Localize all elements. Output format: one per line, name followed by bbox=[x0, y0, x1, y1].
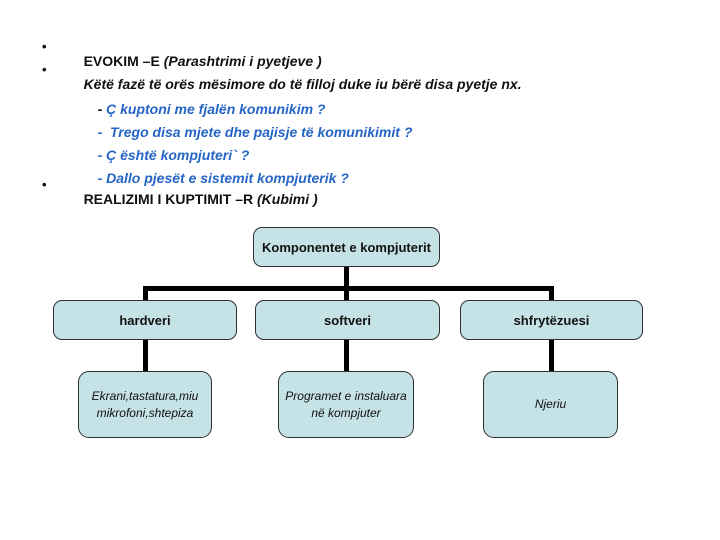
connector-drop-hardveri bbox=[143, 286, 148, 302]
dash: - bbox=[97, 101, 107, 117]
node-ekrani-line2: mikrofoni,shtepiza bbox=[96, 405, 194, 420]
node-komponentet: Komponentet e kompjuterit bbox=[253, 227, 440, 267]
question-mjete-text: - Trego disa mjete dhe pajisje të komuni… bbox=[97, 124, 413, 140]
node-ekrani: Ekrani,tastatura,miu mikrofoni,shtepiza bbox=[78, 371, 212, 438]
faza-text: Këtë fazë të orës mësimore do të filloj … bbox=[83, 76, 522, 92]
bullet-line-realizimi: REALIZIMI I KUPTIMIT –R (Kubimi ) bbox=[68, 177, 318, 222]
question-mjete: - Trego disa mjete dhe pajisje të komuni… bbox=[82, 110, 413, 155]
node-shfrytezuesi-label: shfrytëzuesi bbox=[513, 312, 590, 328]
bullet-dot: • bbox=[42, 39, 47, 54]
node-ekrani-line1: Ekrani,tastatura,miu bbox=[91, 388, 199, 403]
question-kompjuteri-text: - Ç është kompjuteri` ? bbox=[97, 147, 250, 163]
connector-root-vertical bbox=[344, 266, 349, 288]
bullet-dot: • bbox=[42, 62, 47, 77]
realizimi-paren-note: (Kubimi ) bbox=[257, 191, 318, 207]
evokim-label: EVOKIM –E bbox=[83, 53, 164, 69]
connector-shfrytezuesi-njeriu bbox=[549, 339, 554, 373]
question-komunikim: - Ç kuptoni me fjalën komunikim ? bbox=[82, 87, 326, 132]
evokim-paren-note: (Parashtrimi i pyetjeve ) bbox=[163, 53, 322, 69]
connector-hardveri-ekrani bbox=[143, 339, 148, 373]
node-programet: Programet e instaluara në kompjuter bbox=[278, 371, 414, 438]
node-softveri-label: softveri bbox=[324, 312, 371, 328]
node-programet-line1: Programet e instaluara bbox=[285, 388, 407, 403]
connector-softveri-programet bbox=[344, 339, 349, 373]
node-hardveri-label: hardveri bbox=[119, 312, 171, 328]
node-komponentet-label: Komponentet e kompjuterit bbox=[261, 239, 431, 255]
question-pjeset: - Dallo pjesët e sistemit kompjuterik ? bbox=[82, 156, 349, 201]
bullet-line-evokim: EVOKIM –E (Parashtrimi i pyetjeve ) bbox=[68, 39, 322, 84]
bullet-dot: • bbox=[42, 177, 47, 192]
realizimi-label: REALIZIMI I KUPTIMIT –R bbox=[83, 191, 258, 207]
node-programet-line2: në kompjuter bbox=[311, 405, 381, 420]
node-njeriu-label: Njeriu bbox=[534, 397, 567, 411]
question-komunikim-text: Ç kuptoni me fjalën komunikim ? bbox=[106, 101, 326, 117]
question-pjeset-text: - Dallo pjesët e sistemit kompjuterik ? bbox=[97, 170, 349, 186]
node-hardveri: hardveri bbox=[53, 300, 237, 340]
question-kompjuteri: - Ç është kompjuteri` ? bbox=[82, 133, 250, 178]
bullet-line-faza: Këtë fazë të orës mësimore do të filloj … bbox=[68, 62, 522, 107]
connector-drop-softveri bbox=[344, 286, 349, 302]
node-shfrytezuesi: shfrytëzuesi bbox=[460, 300, 643, 340]
node-njeriu: Njeriu bbox=[483, 371, 618, 438]
node-softveri: softveri bbox=[255, 300, 440, 340]
connector-drop-shfrytezuesi bbox=[549, 286, 554, 302]
